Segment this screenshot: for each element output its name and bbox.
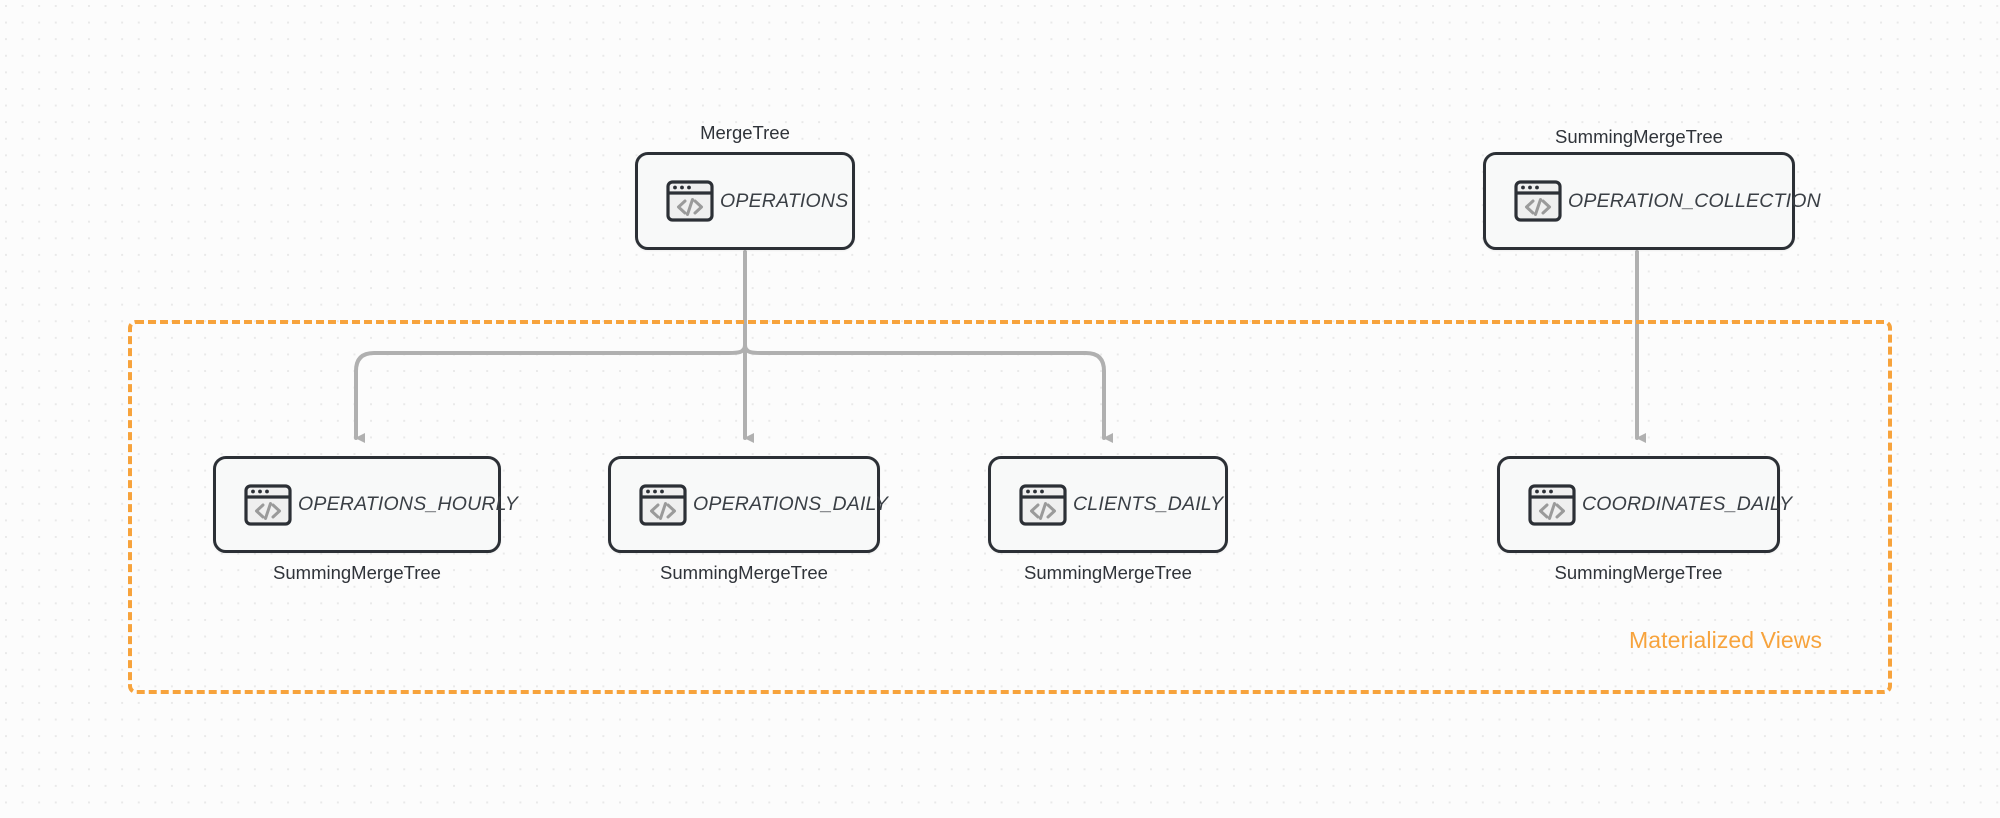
node-operation-collection[interactable]: OPERATION_COLLECTION xyxy=(1483,152,1821,250)
node-operations-hourly[interactable]: OPERATIONS_HOURLY xyxy=(213,456,518,553)
node-label: CLIENTS_DAILY xyxy=(1073,493,1224,515)
materialized-views-group-frame xyxy=(128,320,1892,694)
node-operations[interactable]: OPERATIONS xyxy=(635,152,855,250)
materialized-views-group-label: Materialized Views xyxy=(1629,627,1823,653)
code-window-icon xyxy=(1528,483,1576,526)
code-window-icon xyxy=(1514,180,1562,222)
node-operations-daily[interactable]: OPERATIONS_DAILY xyxy=(608,456,888,553)
node-label: OPERATIONS_DAILY xyxy=(693,493,889,515)
code-window-icon xyxy=(639,483,687,526)
code-window-icon xyxy=(666,180,714,222)
node-label: OPERATION_COLLECTION xyxy=(1568,189,1821,212)
code-window-icon xyxy=(1019,483,1067,526)
node-clients-daily[interactable]: CLIENTS_DAILY xyxy=(988,456,1228,553)
node-label: COORDINATES_DAILY xyxy=(1582,493,1793,515)
code-window-icon xyxy=(244,483,292,526)
caption-operations: MergeTree xyxy=(700,122,790,143)
caption-operation-collection: SummingMergeTree xyxy=(1555,126,1723,147)
caption-operations-daily: SummingMergeTree xyxy=(660,562,828,583)
node-label: OPERATIONS_HOURLY xyxy=(298,493,519,515)
node-label: OPERATIONS xyxy=(720,189,849,212)
caption-coordinates-daily: SummingMergeTree xyxy=(1554,562,1723,583)
caption-clients-daily: SummingMergeTree xyxy=(1024,562,1192,583)
node-coordinates-daily[interactable]: COORDINATES_DAILY xyxy=(1497,456,1792,553)
caption-operations-hourly: SummingMergeTree xyxy=(273,562,441,583)
